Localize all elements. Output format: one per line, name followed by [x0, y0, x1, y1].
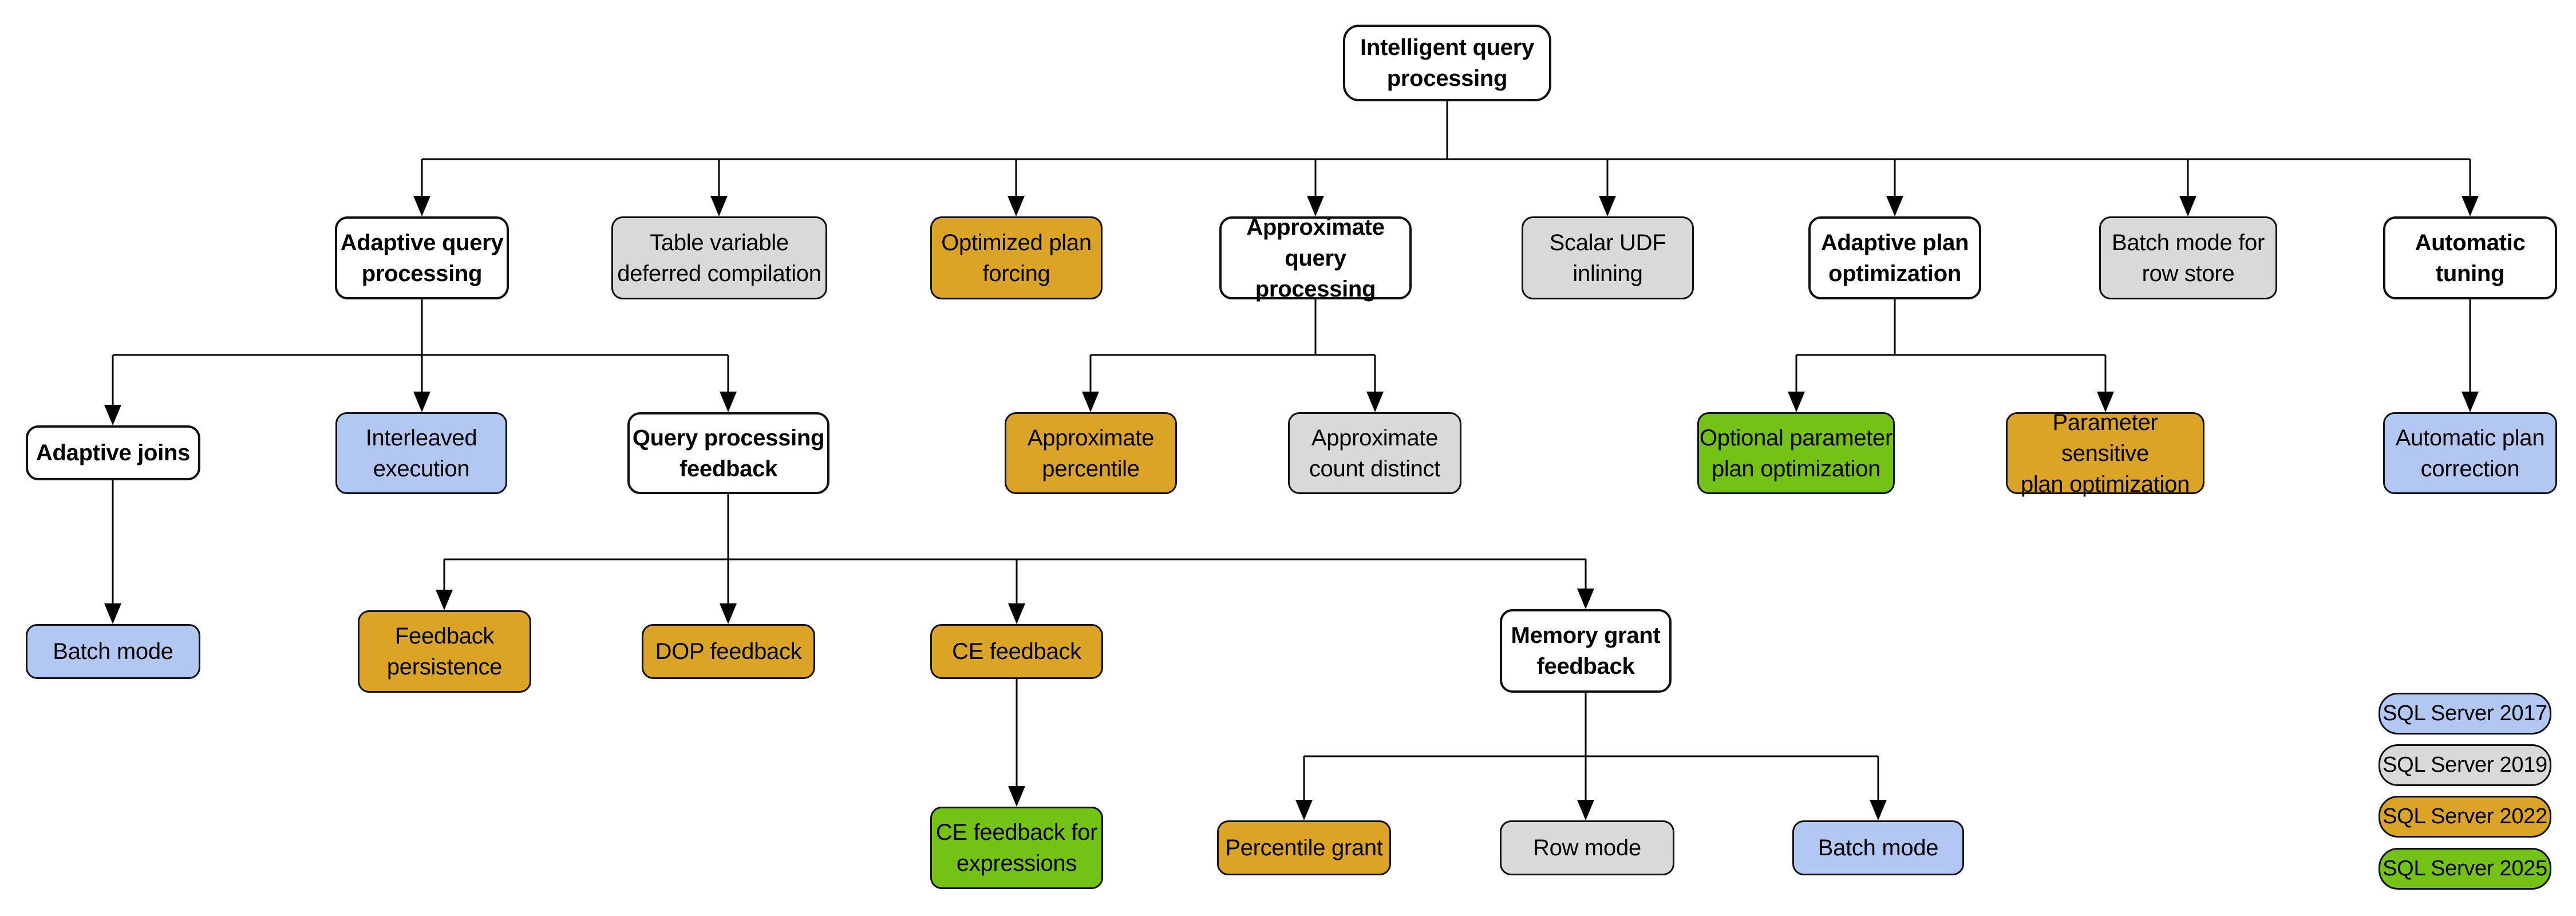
- node-table-variable-deferred-compilation: Table variable deferred compilation: [611, 216, 827, 299]
- node-batch-mode-adaptive-joins: Batch mode: [26, 624, 200, 679]
- node-approximate-percentile: Approximate percentile: [1005, 412, 1177, 494]
- node-memory-grant-feedback: Memory grant feedback: [1500, 609, 1672, 693]
- node-ce-feedback: CE feedback: [930, 624, 1103, 679]
- node-automatic-tuning: Automatic tuning: [2383, 216, 2557, 299]
- legend-sql-server-2017: SQL Server 2017: [2379, 693, 2551, 735]
- legend-sql-server-2022: SQL Server 2022: [2379, 796, 2551, 838]
- node-feedback-persistence: Feedback persistence: [358, 610, 531, 693]
- legend-sql-server-2019: SQL Server 2019: [2379, 744, 2551, 786]
- node-adaptive-joins: Adaptive joins: [26, 425, 200, 480]
- node-approximate-count-distinct: Approximate count distinct: [1288, 412, 1461, 494]
- node-row-mode: Row mode: [1500, 820, 1674, 875]
- node-ce-feedback-for-expressions: CE feedback for expressions: [930, 807, 1103, 889]
- node-approximate-query-processing: Approximate query processing: [1219, 215, 1412, 302]
- node-optimized-plan-forcing: Optimized plan forcing: [930, 216, 1103, 299]
- node-intelligent-query-processing: Intelligent query processing: [1343, 25, 1551, 101]
- node-adaptive-plan-optimization: Adaptive plan optimization: [1808, 216, 1981, 299]
- node-batch-mode-memory-grant: Batch mode: [1792, 820, 1964, 875]
- node-interleaved-execution: Interleaved execution: [335, 412, 507, 494]
- node-automatic-plan-correction: Automatic plan correction: [2383, 412, 2557, 494]
- node-query-processing-feedback: Query processing feedback: [627, 412, 829, 494]
- node-optional-parameter-plan-optimization: Optional parameter plan optimization: [1697, 412, 1895, 494]
- node-percentile-grant: Percentile grant: [1217, 820, 1391, 875]
- legend-sql-server-2025: SQL Server 2025: [2379, 848, 2551, 890]
- node-adaptive-query-processing: Adaptive query processing: [335, 216, 509, 299]
- node-scalar-udf-inlining: Scalar UDF inlining: [1522, 216, 1694, 299]
- node-parameter-sensitive-plan-optimization: Parameter sensitive plan optimization: [2006, 410, 2204, 497]
- node-batch-mode-for-row-store: Batch mode for row store: [2099, 216, 2277, 299]
- node-dop-feedback: DOP feedback: [642, 624, 815, 679]
